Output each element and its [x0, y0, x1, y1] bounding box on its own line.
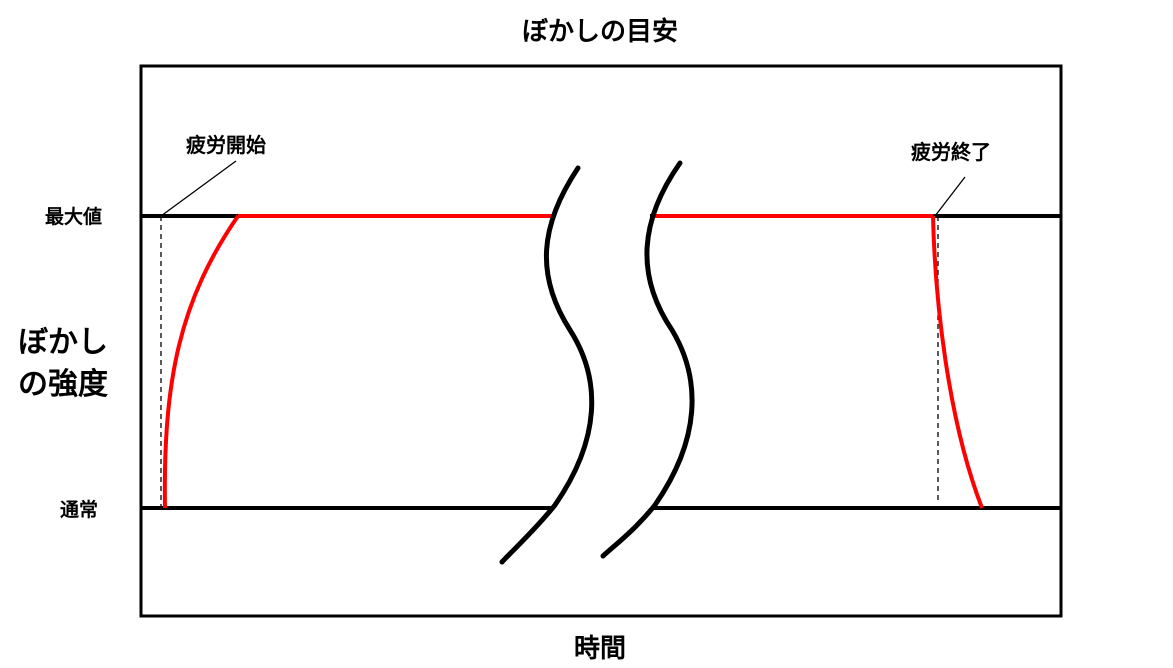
- y-axis-label-line-1: ぼかし: [18, 325, 108, 360]
- fatigue-end-label: 疲労終了: [911, 140, 991, 164]
- fatigue-start-leader: [160, 160, 237, 217]
- time-break-right: [600, 160, 695, 559]
- fatigue-start-label: 疲労開始: [186, 133, 266, 157]
- max-level-label: 最大値: [45, 205, 102, 228]
- x-axis-label: 時間: [574, 634, 626, 664]
- diagram-title: ぼかしの目安: [522, 17, 678, 47]
- blur-rise-curve: [162, 214, 240, 509]
- normal-level-label: 通常: [60, 498, 98, 521]
- fatigue-end-leader: [934, 176, 966, 217]
- time-break-left: [499, 165, 595, 565]
- y-axis-label-line-2: の強度: [18, 367, 108, 402]
- plot-frame: [139, 64, 1063, 618]
- blur-fall-curve: [931, 215, 984, 509]
